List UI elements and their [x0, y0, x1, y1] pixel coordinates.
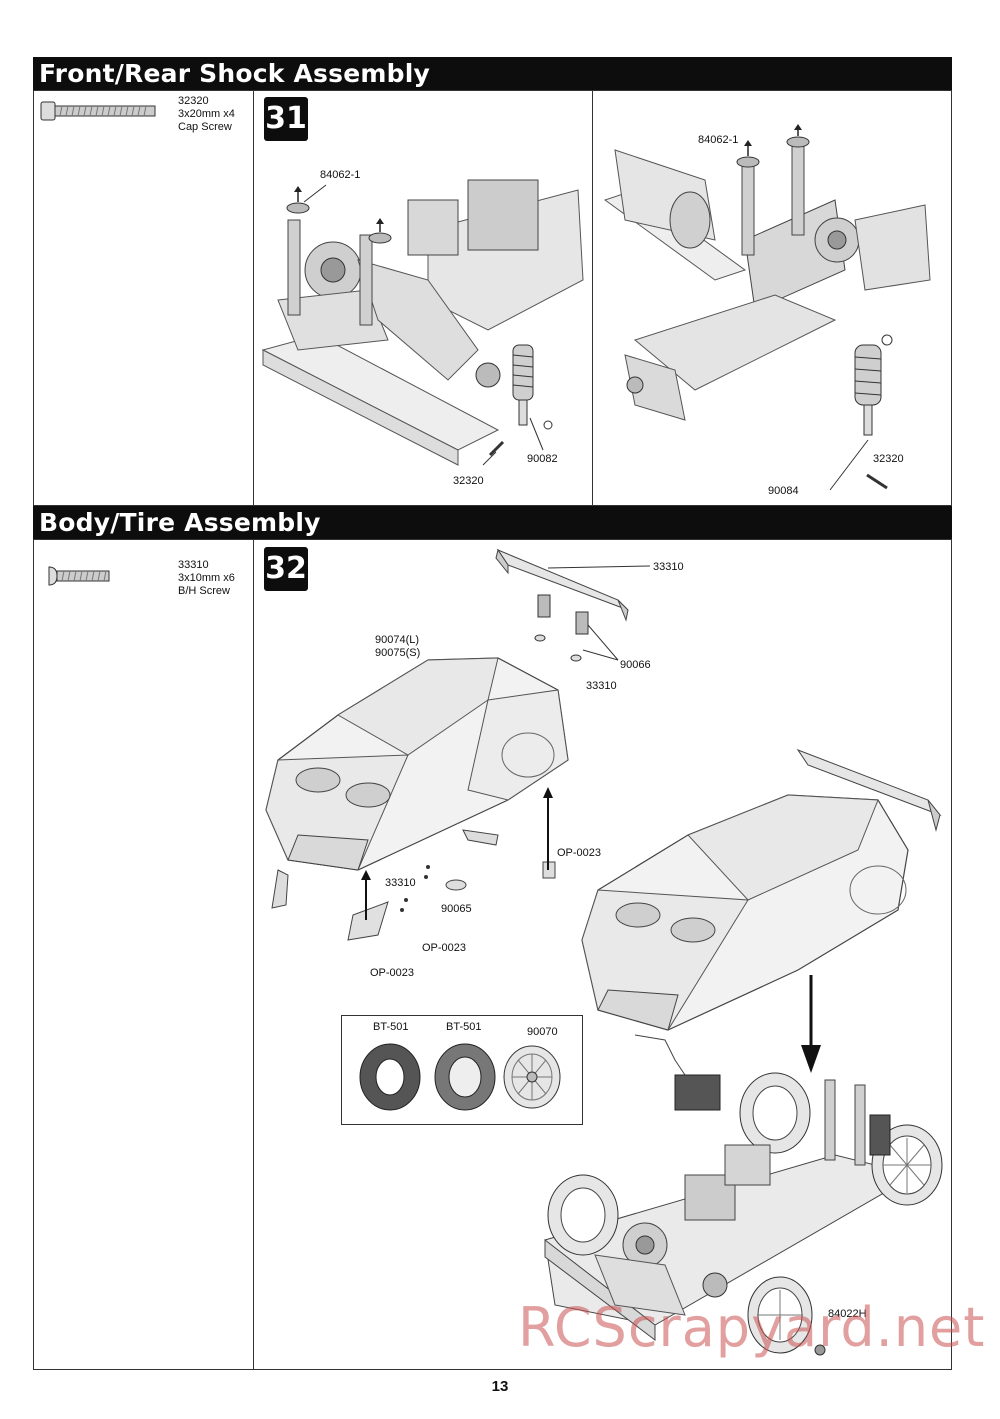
- step-number: 32: [264, 547, 308, 591]
- bh-screw-icon: [48, 566, 110, 586]
- part-number: 32320: [178, 95, 209, 107]
- divider: [253, 90, 254, 506]
- part-description: 32320 3x20mm x4 Cap Screw: [178, 95, 235, 134]
- part-label: OP-0023: [557, 847, 602, 859]
- part-label: 32320: [873, 453, 904, 465]
- part-size: 3x20mm x4: [178, 108, 235, 120]
- part-name: Cap Screw: [178, 121, 232, 133]
- tires-illustration: [359, 1043, 561, 1111]
- part-label: 33310: [653, 561, 684, 573]
- part-label: 90065: [441, 903, 472, 915]
- rear-chassis-illustration: [603, 124, 931, 491]
- tire-label: 90070: [527, 1026, 558, 1038]
- part-label: 90075(S): [375, 647, 421, 659]
- cap-screw-icon: [40, 101, 156, 121]
- part-label: OP-0023: [422, 942, 467, 954]
- body-exploded-illustration: [265, 548, 651, 941]
- part-name: B/H Screw: [178, 585, 230, 597]
- part-label: 33310: [385, 877, 416, 889]
- part-label: 84022H: [828, 1308, 867, 1320]
- arrow-down-icon: [801, 975, 821, 1073]
- part-label: 90082: [527, 453, 558, 465]
- part-label: 33310: [586, 680, 617, 692]
- part-label: 90074(L): [375, 634, 420, 646]
- watermark: RCScrapyard.net: [518, 1296, 986, 1359]
- chassis-wheels-illustration: [544, 1034, 943, 1356]
- assembled-body-illustration: [581, 748, 942, 1031]
- part-description: 33310 3x10mm x6 B/H Screw: [178, 559, 235, 598]
- page-number: 13: [491, 1378, 509, 1395]
- part-number: 33310: [178, 559, 209, 571]
- divider: [592, 90, 593, 506]
- part-label: OP-0023: [370, 967, 415, 979]
- shock-section-frame: [33, 90, 952, 506]
- step-number: 31: [264, 97, 308, 141]
- front-chassis-illustration: [261, 179, 584, 466]
- tire-label: BT-501: [446, 1021, 482, 1033]
- divider: [253, 539, 254, 1370]
- part-label: 90084: [768, 485, 799, 497]
- section-title-shock: Front/Rear Shock Assembly: [33, 57, 952, 90]
- body-section-frame: [33, 539, 952, 1370]
- part-label: 90066: [620, 659, 651, 671]
- section-title-body: Body/Tire Assembly: [33, 506, 952, 539]
- part-label: 84062-1: [698, 134, 739, 146]
- part-label: 84062-1: [320, 169, 361, 181]
- tire-label: BT-501: [373, 1021, 409, 1033]
- part-size: 3x10mm x6: [178, 572, 235, 584]
- part-label: 32320: [453, 475, 484, 487]
